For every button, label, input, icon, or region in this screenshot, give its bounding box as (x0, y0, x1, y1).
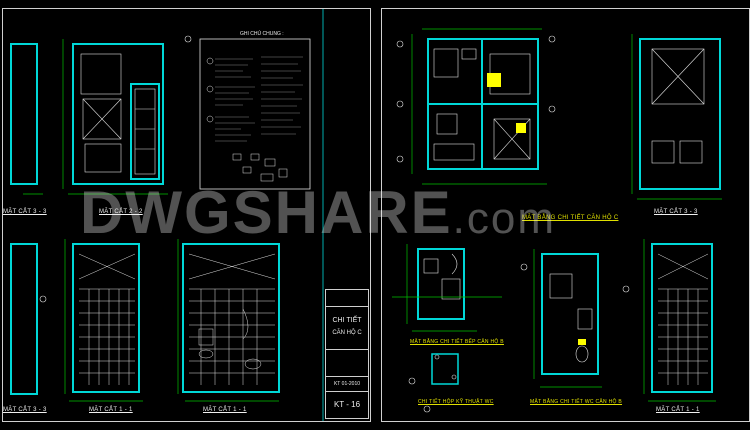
section-label-1-1: MẶT CẮT 1 - 1 (89, 407, 133, 413)
section-label-kitchen-b: MẶT BẰNG CHI TIẾT BẾP CĂN HỘ B (410, 339, 504, 345)
drawing-number: KT - 16 (333, 400, 361, 409)
left-drawing-sheet: GHI CHÚ CHUNG : MẶT CẮT 2 - 2 MẶT CẮT 1 … (2, 8, 371, 422)
title-block-header (326, 290, 368, 307)
section-label-plan-c: MẶT BẰNG CHI TIẾT CĂN HỘ C (522, 215, 619, 221)
section-label-3-3-left: MẶT CẮT 3 - 3 (3, 209, 47, 215)
watermark: DWGSHARE.com (80, 178, 556, 247)
left-sheet-drawing (10, 9, 324, 421)
section-label-3-3-bottom: MẶT CẮT 3 - 3 (3, 407, 47, 413)
section-label-2-2-top: MẶT CẮT 2 - 2 (99, 209, 143, 215)
section-label-1-1-right: MẶT CẮT 1 - 1 (656, 407, 700, 413)
section-label-wc-box: CHI TIẾT HỘP KỸ THUẬT WC (418, 399, 494, 405)
right-drawing-sheet: MẶT BẰNG CHI TIẾT CĂN HỘ C MẶT CẮT 3 - 3… (381, 8, 750, 422)
title-block: CHI TIẾT CĂN HỘ C KT 01-2010 KT - 16 (325, 289, 369, 419)
section-label-2-2-bottom: MẶT CẮT 1 - 1 (203, 407, 247, 413)
drawing-title-cell: CHI TIẾT CĂN HỘ C (326, 307, 368, 350)
drawing-title: CHI TIẾT (332, 317, 362, 324)
watermark-suffix: .com (452, 194, 557, 243)
title-block-info (326, 350, 368, 377)
section-label-3-3-right: MẶT CẮT 3 - 3 (654, 209, 698, 215)
drawing-subtitle: CĂN HỘ C (332, 330, 362, 336)
sheet-ref-cell: KT 01-2010 (326, 377, 368, 392)
section-label-wc-b: MẶT BẰNG CHI TIẾT WC CĂN HỘ B (530, 399, 623, 405)
watermark-brand: DWGSHARE (80, 179, 453, 246)
notes-title: GHI CHÚ CHUNG : (240, 31, 284, 37)
drawing-number-cell: KT - 16 (326, 392, 368, 417)
right-sheet-drawing (392, 28, 722, 413)
sheet-ref: KT 01-2010 (333, 381, 361, 387)
